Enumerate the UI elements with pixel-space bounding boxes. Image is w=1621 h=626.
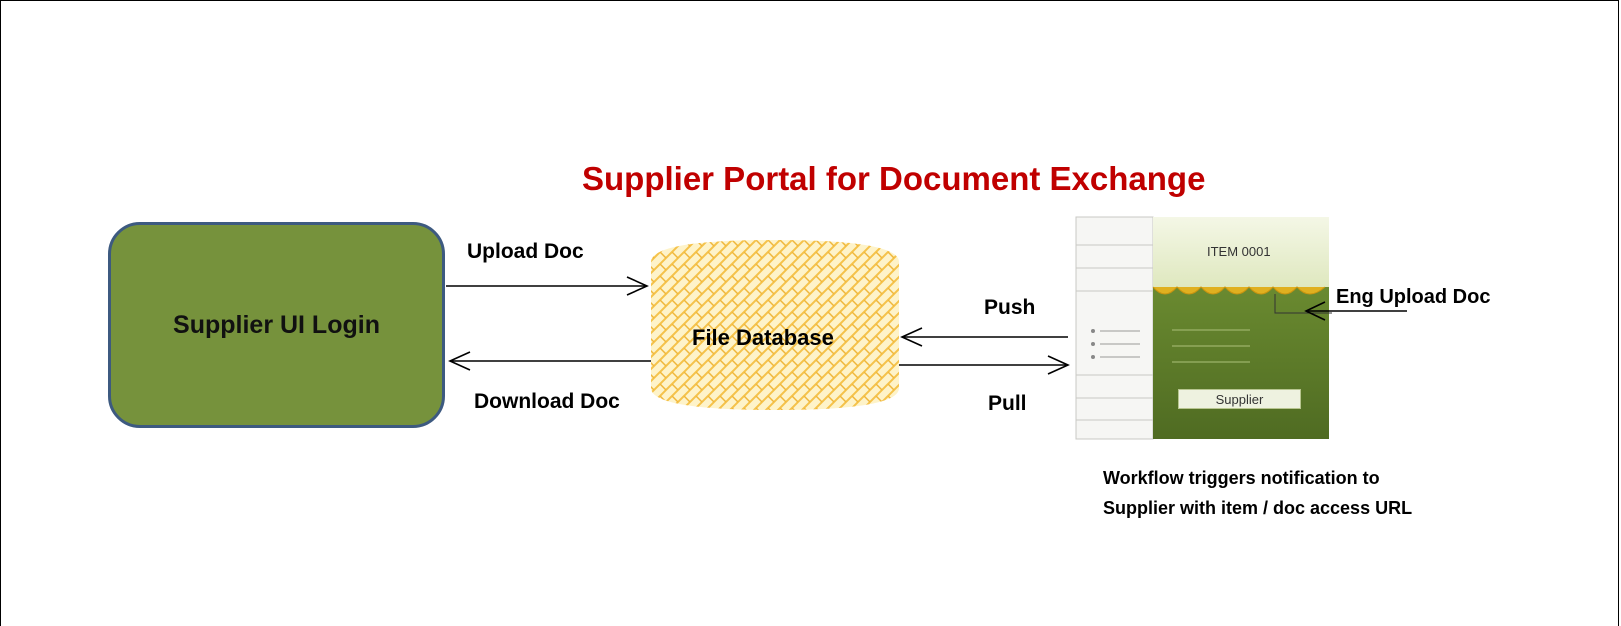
database-label: File Database	[692, 325, 834, 350]
supplier-login-box: Supplier UI Login	[108, 222, 445, 428]
notification-line-1: Workflow triggers notification to	[1103, 468, 1380, 488]
pull-arrow	[899, 355, 1070, 375]
upload-arrow	[446, 276, 649, 296]
download-doc-label: Download Doc	[474, 390, 620, 413]
push-label: Push	[984, 296, 1036, 319]
notification-line-2: Supplier with item / doc access URL	[1103, 498, 1413, 518]
diagram-title: Supplier Portal for Document Exchange	[582, 160, 1206, 197]
upload-doc-label: Upload Doc	[467, 240, 584, 263]
item-title: ITEM 0001	[1207, 244, 1271, 259]
supplier-button: Supplier	[1178, 389, 1301, 409]
eng-upload-doc-label: Eng Upload Doc	[1336, 286, 1491, 308]
eng-upload-arrow	[1304, 301, 1407, 321]
file-database-cylinder	[651, 240, 899, 410]
download-arrow	[448, 351, 651, 371]
pull-label: Pull	[988, 392, 1027, 415]
push-arrow	[900, 327, 1068, 347]
supplier-login-label: Supplier UI Login	[173, 310, 380, 339]
notification-note: Workflow triggers notification to Suppli…	[1103, 463, 1412, 523]
